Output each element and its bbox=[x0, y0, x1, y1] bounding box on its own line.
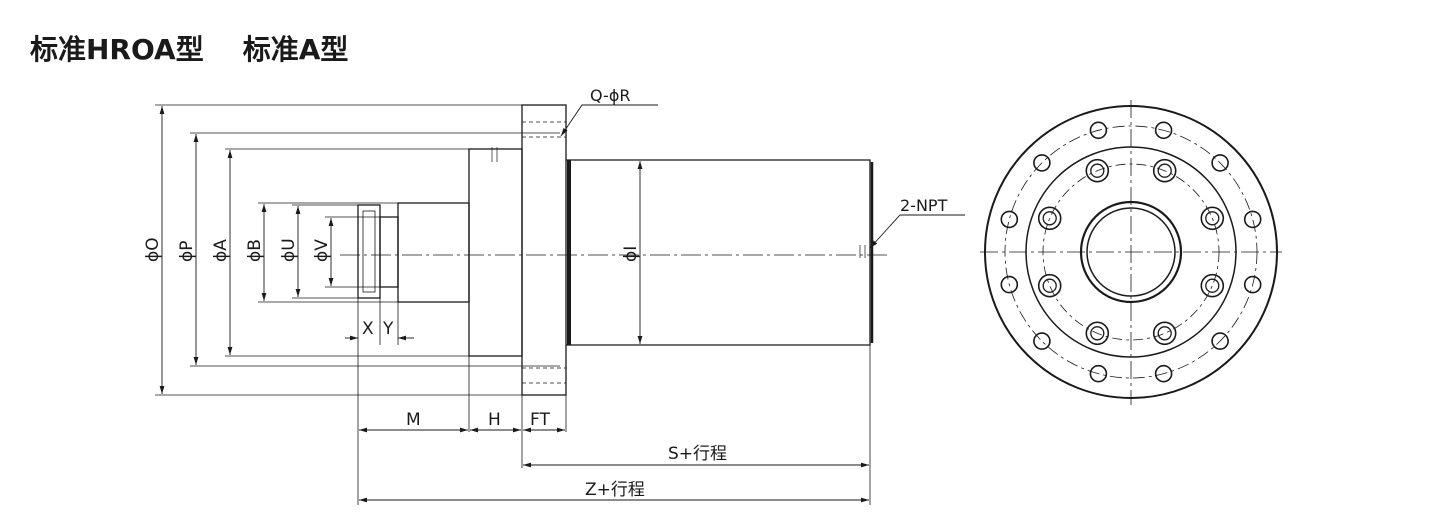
inner-bolt-counterbore bbox=[1037, 206, 1062, 231]
label-A: ϕA bbox=[211, 239, 231, 262]
inner-bolt-counterbore bbox=[1152, 321, 1177, 346]
label-H: H bbox=[488, 410, 501, 430]
outer-bolt-hole bbox=[1243, 210, 1262, 229]
extension-lines bbox=[155, 104, 871, 505]
end-view bbox=[980, 100, 1282, 405]
bolt-pitch-circle-inner bbox=[1042, 163, 1220, 341]
bore-outer bbox=[1079, 200, 1183, 304]
label-P: ϕP bbox=[177, 241, 197, 262]
outer-bolt-holes bbox=[1000, 121, 1262, 383]
front-head bbox=[468, 148, 523, 357]
inner-bolt-hole bbox=[1205, 211, 1220, 226]
outer-bolt-hole bbox=[1089, 121, 1108, 140]
label-O: ϕO bbox=[143, 237, 163, 262]
outer-bolt-hole bbox=[1154, 364, 1173, 383]
inner-bolt-counterbore bbox=[1085, 321, 1110, 346]
title-standard-hroa: 标准HROA型 bbox=[30, 33, 204, 66]
inner-bolt-counterbore bbox=[1037, 273, 1062, 298]
outer-flange-circle bbox=[984, 105, 1278, 399]
rod-nut bbox=[357, 204, 381, 299]
label-M: M bbox=[406, 410, 421, 430]
bolt-pitch-circle-outer bbox=[1004, 125, 1258, 379]
inner-bolt-counterbore bbox=[1152, 158, 1177, 183]
title-standard-a: 标准A型 bbox=[242, 33, 349, 66]
dimension-lines bbox=[159, 104, 965, 503]
piston-rod bbox=[379, 216, 399, 288]
rod-nut-inner bbox=[362, 210, 376, 293]
body-circle bbox=[1025, 146, 1237, 358]
leader-NPT bbox=[869, 214, 965, 249]
label-NPT: 2-NPT bbox=[900, 196, 948, 215]
inner-bolt-holes bbox=[1037, 158, 1225, 346]
label-FT: FT bbox=[530, 410, 550, 430]
inner-bolt-hole bbox=[1157, 326, 1172, 341]
label-Y: Y bbox=[382, 319, 394, 339]
inner-bolt-hole bbox=[1042, 211, 1057, 226]
outer-bolt-hole bbox=[1243, 275, 1262, 294]
inner-bolt-counterbore bbox=[1200, 206, 1225, 231]
outer-bolt-hole bbox=[1211, 154, 1229, 172]
inner-bolt-hole bbox=[1090, 326, 1105, 341]
label-B: ϕB bbox=[245, 239, 265, 262]
label-S: S+行程 bbox=[668, 444, 727, 464]
bore-inner bbox=[1086, 207, 1176, 297]
outer-bolt-hole bbox=[1000, 275, 1019, 294]
inner-bolt-hole bbox=[1042, 278, 1057, 293]
mounting-flange bbox=[521, 104, 567, 396]
inner-bolt-counterbore bbox=[1085, 158, 1110, 183]
label-X: X bbox=[362, 319, 374, 339]
outer-bolt-hole bbox=[1000, 210, 1019, 229]
inner-bolt-hole bbox=[1090, 163, 1105, 178]
label-U: ϕU bbox=[279, 238, 299, 262]
cylinder-body bbox=[566, 159, 871, 346]
label-Z: Z+行程 bbox=[585, 480, 645, 500]
leader-QR bbox=[560, 104, 658, 137]
outer-bolt-hole bbox=[1154, 121, 1173, 140]
outer-bolt-hole bbox=[1211, 332, 1229, 350]
side-view bbox=[340, 104, 890, 396]
outer-bolt-hole bbox=[1033, 154, 1051, 172]
inner-bolt-counterbore bbox=[1200, 273, 1225, 298]
label-V: ϕV bbox=[312, 239, 332, 262]
inner-bolt-hole bbox=[1157, 163, 1172, 178]
label-I: ϕI bbox=[621, 246, 641, 262]
inner-bolt-hole bbox=[1205, 278, 1220, 293]
outer-bolt-hole bbox=[1033, 332, 1051, 350]
rod-neck bbox=[397, 202, 470, 303]
dimension-labels: ϕO ϕP ϕA ϕB ϕU ϕV ϕI X Y M H FT S+行程 Z+行… bbox=[143, 86, 948, 500]
outer-bolt-hole bbox=[1089, 364, 1108, 383]
label-QR: Q-ϕR bbox=[590, 86, 630, 105]
page-title: 标准HROA型 标准A型 bbox=[30, 28, 348, 68]
